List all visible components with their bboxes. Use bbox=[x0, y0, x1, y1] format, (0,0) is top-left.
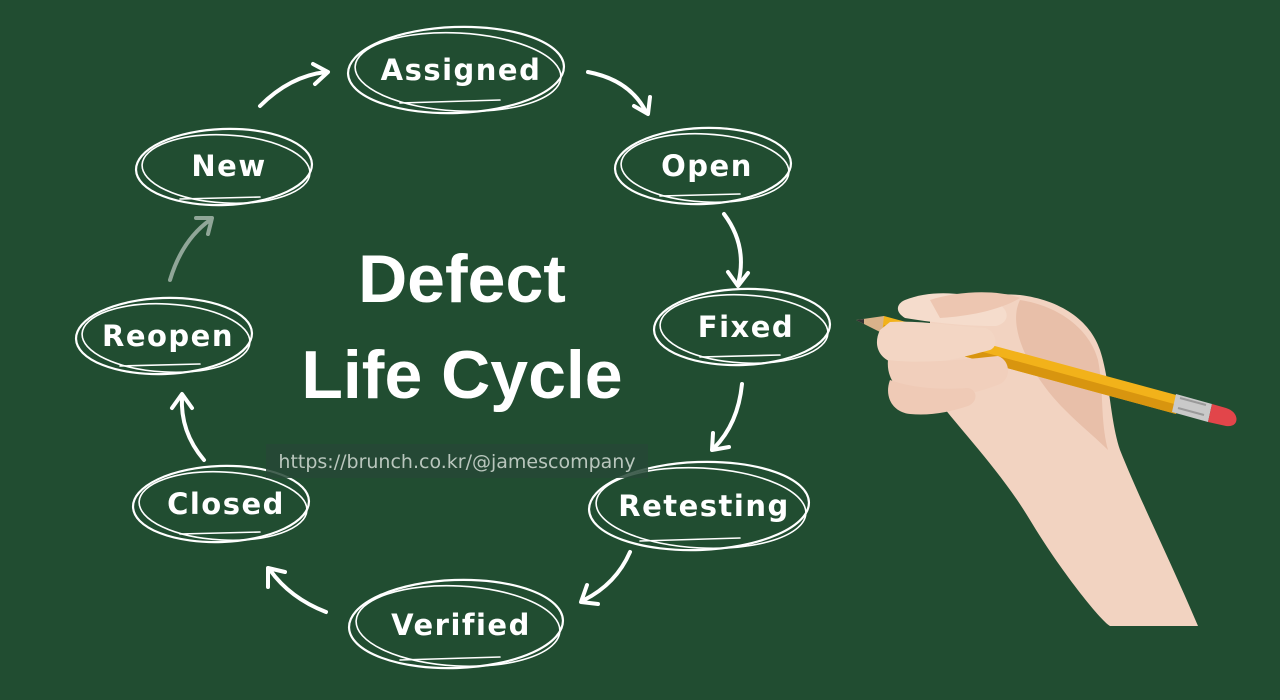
title-line1: Defect bbox=[358, 241, 566, 317]
arrow-new-to-assigned bbox=[258, 62, 330, 108]
node-label-assigned: Assigned bbox=[381, 53, 542, 87]
node-label-verified: Verified bbox=[391, 608, 531, 642]
title-line2: Life Cycle bbox=[301, 337, 622, 413]
node-label-reopen: Reopen bbox=[102, 319, 234, 353]
arrow-fixed-to-retesting bbox=[710, 382, 744, 452]
node-assigned: Assigned bbox=[346, 25, 566, 115]
node-new: New bbox=[134, 127, 314, 207]
arrow-closed-to-reopen bbox=[170, 392, 206, 462]
arrow-reopen-to-new bbox=[168, 216, 214, 282]
node-label-new: New bbox=[191, 149, 266, 183]
node-closed: Closed bbox=[131, 464, 311, 544]
watermark-url: https://brunch.co.kr/@jamescompany bbox=[278, 451, 635, 473]
node-label-retesting: Retesting bbox=[618, 489, 790, 523]
node-fixed: Fixed bbox=[652, 287, 832, 367]
node-retesting: Retesting bbox=[587, 460, 811, 552]
arrow-open-to-fixed bbox=[722, 212, 750, 288]
arrow-retesting-to-verified bbox=[579, 550, 632, 606]
node-open: Open bbox=[613, 126, 793, 206]
node-label-open: Open bbox=[661, 149, 753, 183]
node-reopen: Reopen bbox=[74, 296, 254, 376]
node-verified: Verified bbox=[347, 578, 565, 670]
watermark-background bbox=[266, 444, 648, 478]
hand-with-pencil-illustration bbox=[856, 292, 1237, 626]
arrow-assigned-to-open bbox=[586, 70, 652, 116]
node-label-closed: Closed bbox=[167, 487, 285, 521]
node-label-fixed: Fixed bbox=[698, 310, 794, 344]
arrow-verified-to-closed bbox=[266, 566, 328, 614]
